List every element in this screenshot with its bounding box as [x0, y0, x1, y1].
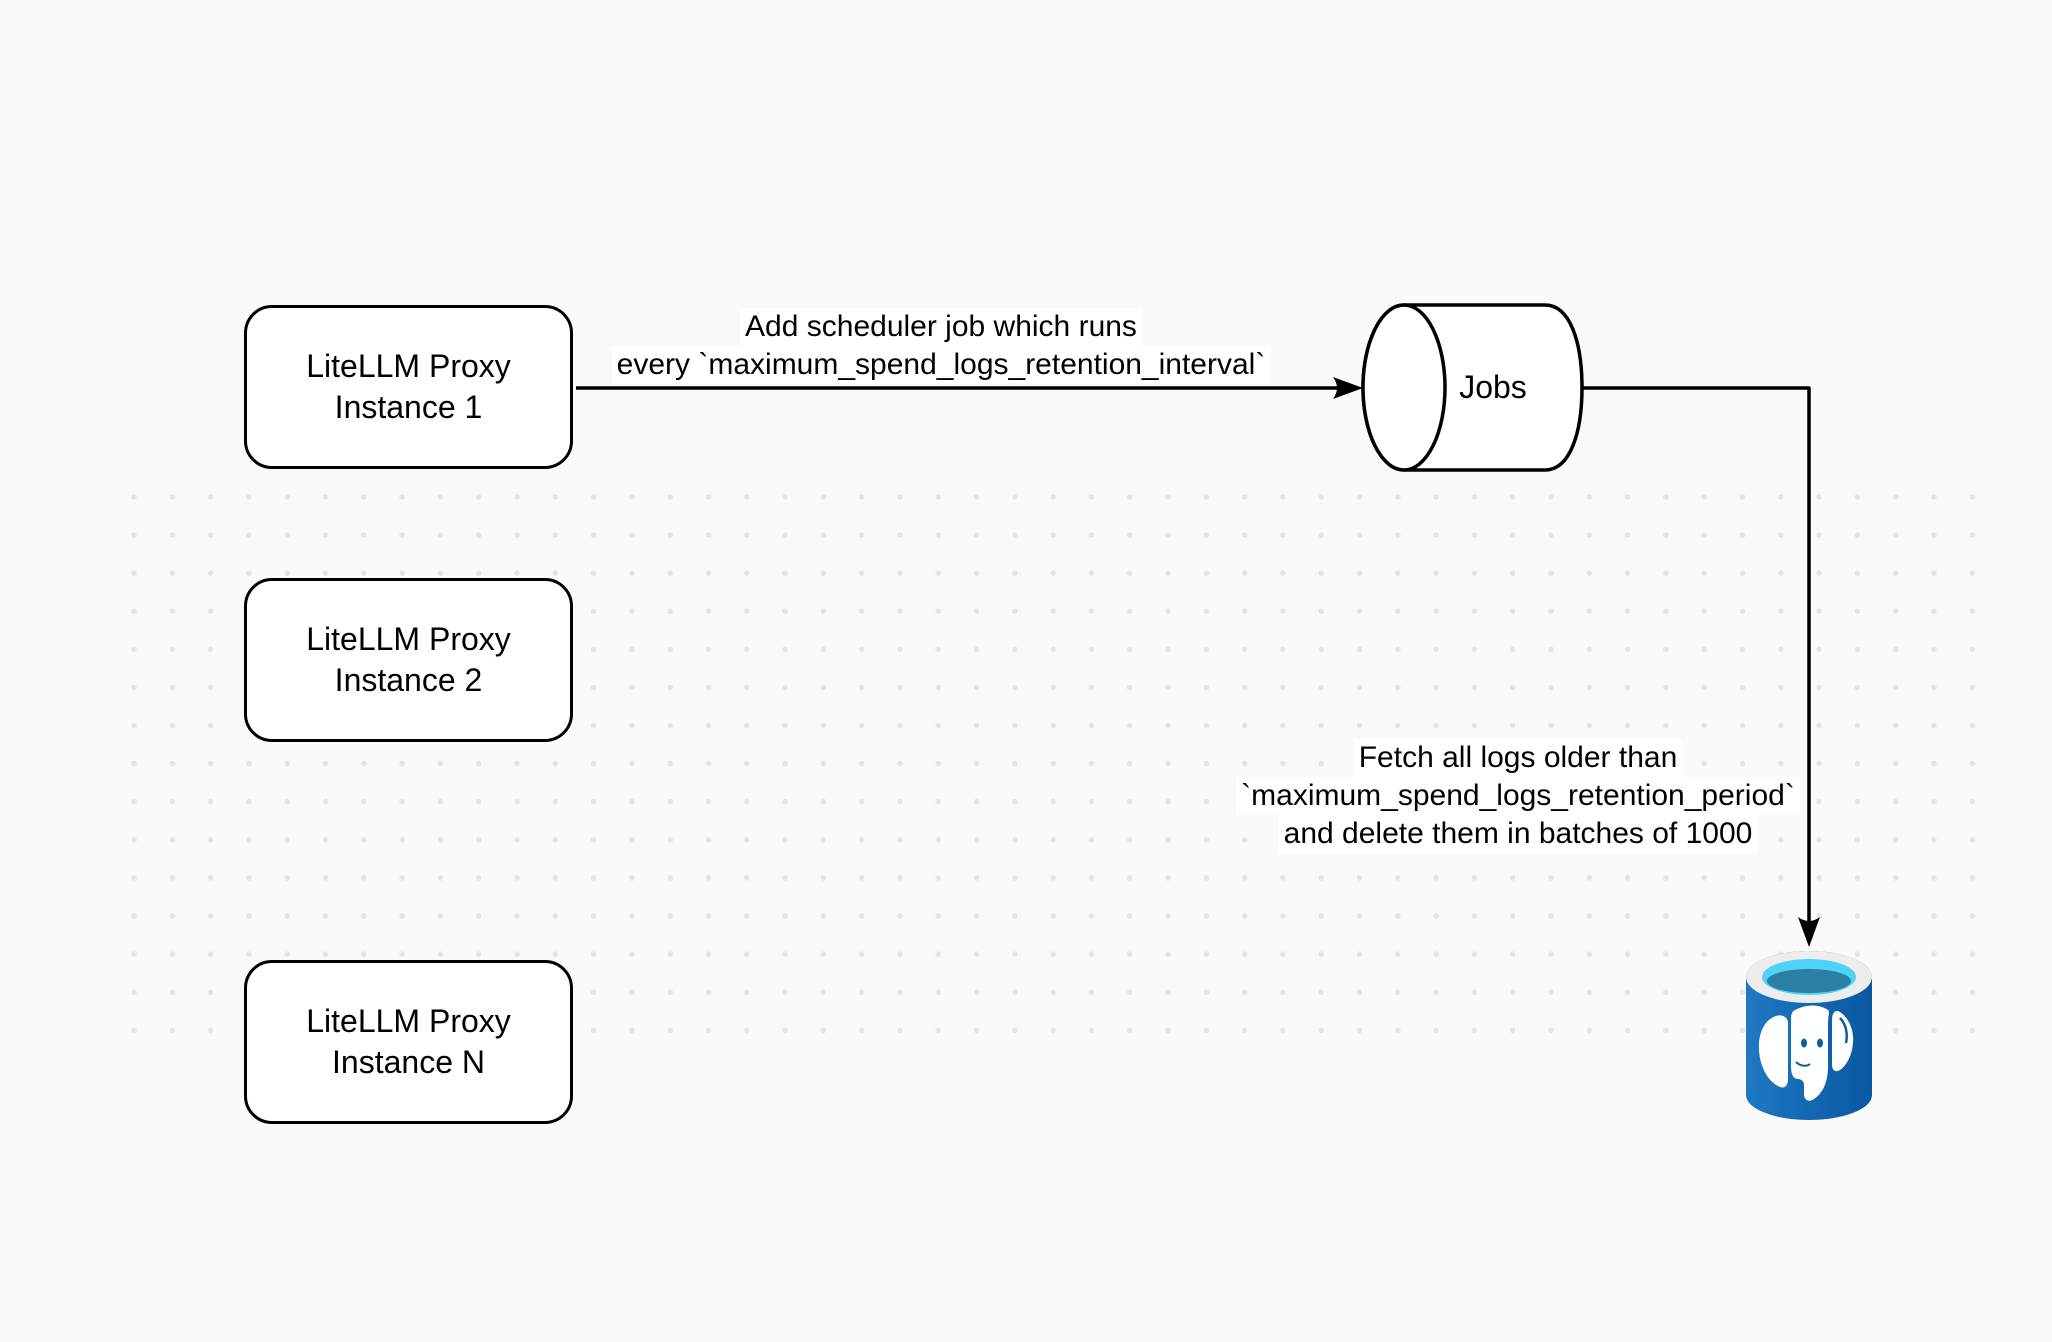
edge-label-line: and delete them in batches of 1000 — [1278, 815, 1758, 853]
edge-label-line: every `maximum_spend_logs_retention_inte… — [611, 346, 1271, 384]
proxy-instance-2-node: LiteLLM Proxy Instance 2 — [244, 578, 573, 742]
jobs-queue-label: Jobs — [1459, 369, 1527, 405]
edge-label-line: `maximum_spend_logs_retention_period` — [1236, 777, 1800, 815]
proxy-instance-1-node: LiteLLM Proxy Instance 1 — [244, 305, 573, 469]
proxy-instance-1-label-line1: LiteLLM Proxy — [306, 348, 511, 384]
proxy-instance-2-label-line1: LiteLLM Proxy — [306, 621, 511, 657]
edge-label-line: Add scheduler job which runs — [740, 308, 1142, 346]
proxy-instance-n-label-line1: LiteLLM Proxy — [306, 1003, 511, 1039]
proxy-instance-n-node: LiteLLM Proxy Instance N — [244, 960, 573, 1124]
edge-label-add-scheduler-job: Add scheduler job which runs every `maxi… — [611, 308, 1271, 384]
arrowhead-right-icon — [1333, 377, 1363, 399]
proxy-instance-1-label-line2: Instance 1 — [334, 389, 483, 425]
proxy-instance-2-label-line2: Instance 2 — [334, 662, 483, 698]
proxy-instance-n-label-line2: Instance N — [332, 1044, 485, 1080]
edge-label-cleanup-job: Fetch all logs older than `maximum_spend… — [1218, 739, 1818, 853]
edge-label-line: Fetch all logs older than — [1353, 739, 1683, 777]
